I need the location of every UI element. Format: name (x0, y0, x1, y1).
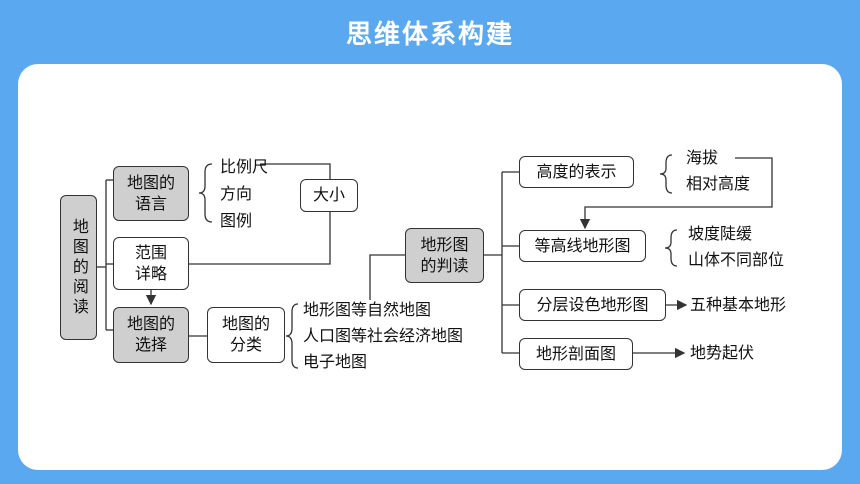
height-item-altitude: 海拔 (686, 148, 719, 167)
language-item-scale: 比例尺 (220, 157, 269, 176)
contour-item-parts: 山体不同部位 (688, 250, 785, 269)
language-item-legend: 图例 (220, 211, 253, 230)
map-language-node: 地图的 语言 (113, 166, 189, 221)
height-node: 高度的表示 (519, 156, 634, 188)
height-item-relative: 相对高度 (686, 174, 751, 193)
category-item-social: 人口图等社会经济地图 (303, 326, 464, 345)
size-node: 大小 (300, 179, 358, 212)
profile-map-node: 地形剖面图 (519, 338, 633, 370)
map-choice-node: 地图的 选择 (113, 307, 189, 363)
root-node: 地图的阅读 (60, 195, 97, 340)
profile-result: 地势起伏 (690, 343, 755, 362)
category-item-electronic: 电子地图 (303, 352, 368, 371)
terrain-reading-node: 地形图 的判读 (405, 228, 484, 283)
layered-color-map-node: 分层设色地形图 (519, 289, 666, 321)
contour-map-node: 等高线地形图 (519, 230, 646, 262)
category-item-natural: 地形图等自然地图 (303, 300, 432, 319)
map-category-node: 地图的 分类 (207, 307, 285, 363)
layered-result: 五种基本地形 (690, 295, 787, 314)
range-detail-node: 范围 详略 (113, 237, 189, 290)
contour-item-slope: 坡度陡缓 (688, 224, 753, 243)
page-title: 思维体系构建 (345, 20, 514, 50)
language-item-direction: 方向 (220, 184, 253, 203)
